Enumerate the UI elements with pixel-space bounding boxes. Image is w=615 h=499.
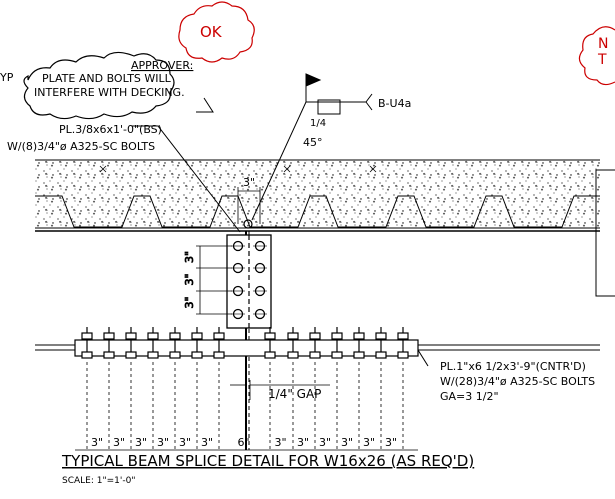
flange-bolt-icon — [264, 332, 276, 340]
flange-bolt-icon — [125, 332, 137, 340]
web-bolt-spacing: 3" — [183, 251, 196, 263]
web-bolt-dimension-lines: 3" 3" 3" — [183, 245, 232, 315]
right-stamp-fragment: N T — [597, 36, 613, 68]
web-bolt-spacing: 3" — [183, 296, 196, 308]
bottom-dim-label: 3" — [319, 436, 331, 449]
bottom-dim-label: 3" — [385, 436, 397, 449]
flange-bolt-icon — [397, 332, 409, 340]
detail-scale: SCALE: 1"=1'-0" — [62, 476, 135, 486]
gap-label: 1/4" GAP — [268, 387, 321, 401]
flange-bolt-icon — [81, 332, 93, 340]
web-bolts — [231, 240, 267, 320]
flange-bolt-icon — [309, 332, 321, 340]
approver-note-cloud — [23, 51, 175, 120]
weld-size: 1/4 — [310, 118, 326, 129]
weld-reference: B-U4a — [378, 97, 411, 110]
field-weld-flag-icon — [305, 73, 322, 87]
bottom-dim-label: 3" — [341, 436, 353, 449]
flange-bolt-icon — [103, 332, 115, 340]
web-gap-dim: 3" — [243, 176, 255, 189]
flange-bolt-icon — [213, 332, 225, 340]
cloud-note-heading: APPROVER: — [131, 59, 193, 72]
weld-symbol — [237, 73, 373, 229]
flange-bolt-icon — [331, 332, 343, 340]
bottom-dim-label: 6" — [238, 436, 250, 449]
bottom-dim-label: 3" — [275, 436, 287, 449]
adjacent-detail-box — [595, 169, 615, 297]
bottom-dim-label: 3" — [135, 436, 147, 449]
web-plate-line2: W/(8)3/4"ø A325-SC BOLTS — [7, 140, 155, 153]
metal-deck — [35, 195, 600, 228]
bottom-dim-label: 3" — [297, 436, 309, 449]
flange-plate-line1: PL.1"x6 1/2x3'-9"(CNTR'D) — [440, 360, 586, 373]
flange-plate-line2: W/(28)3/4"ø A325-SC BOLTS — [440, 375, 595, 388]
cloud-note-line1: PLATE AND BOLTS WILL — [42, 72, 172, 85]
flange-bolt-icon — [375, 332, 387, 340]
bottom-dim-label: 3" — [157, 436, 169, 449]
bottom-dim-label: 3" — [113, 436, 125, 449]
approval-stamp-cloud — [178, 1, 255, 63]
bottom-dimension-lines: 3" 3" 3" 3" 3" 3" 6" 3" 3" 3" 3" 3" 3" — [75, 362, 418, 452]
web-bolt-spacing: 3" — [183, 273, 196, 285]
flange-bolt-icon — [353, 332, 365, 340]
flange-bolt-icon — [287, 332, 299, 340]
bottom-dim-label: 3" — [363, 436, 375, 449]
right-stamp-cloud — [578, 26, 615, 86]
gap-dimension — [230, 380, 330, 400]
bottom-dim-label: 3" — [91, 436, 103, 449]
weld-angle: 45° — [303, 136, 323, 149]
bottom-dim-label: 3" — [201, 436, 213, 449]
approval-stamp: OK — [200, 23, 223, 41]
detail-title: TYPICAL BEAM SPLICE DETAIL FOR W16x26 (A… — [61, 452, 474, 470]
web-plate-line1: PL.3/8x6x1'-0"(BS) — [59, 123, 162, 136]
leader-lines — [132, 97, 429, 367]
flange-bolt-icon — [169, 332, 181, 340]
flange-bolt-icon — [191, 332, 203, 340]
cloud-note-prefix: YP — [0, 71, 14, 84]
bottom-dim-label: 3" — [179, 436, 191, 449]
cloud-note-line2: INTERFERE WITH DECKING. — [34, 86, 185, 99]
concrete-slab — [35, 159, 600, 229]
flange-bolt-icon — [147, 332, 159, 340]
flange-plate-line3: GA=3 1/2" — [440, 390, 499, 403]
flange-bolts — [81, 327, 409, 359]
